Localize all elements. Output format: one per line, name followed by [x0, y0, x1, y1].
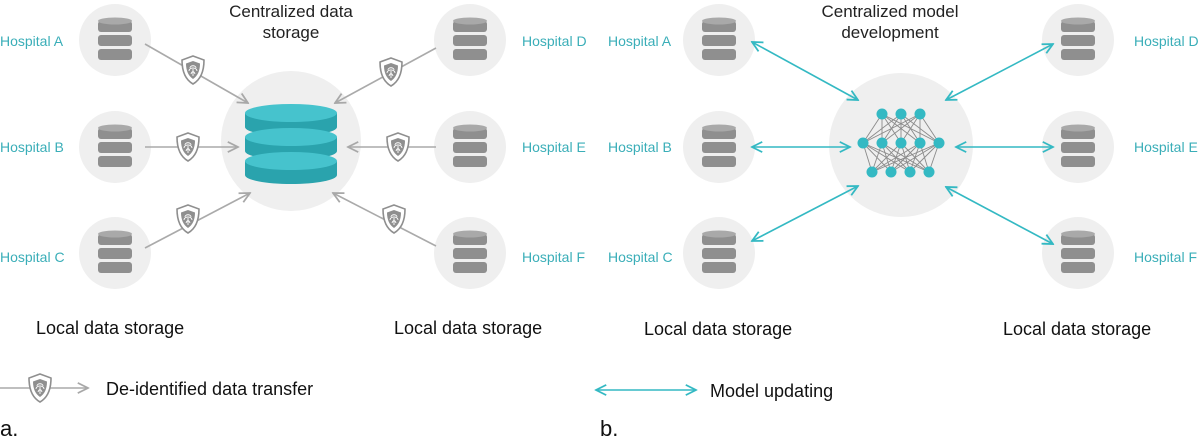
local-node-b-left [79, 111, 151, 183]
hospital-label-d: Hospital D [1134, 33, 1199, 49]
network-edge [862, 113, 902, 144]
local-node-b-right [683, 111, 755, 183]
panel-b-title-line2: development [841, 23, 939, 42]
network-edge [862, 113, 921, 144]
update-arrow-a [752, 42, 858, 100]
database-icon [98, 17, 132, 60]
network-node [885, 166, 897, 178]
neural-network-icon [857, 108, 945, 178]
legend-transfer-label: De-identified data transfer [106, 379, 313, 399]
network-edge [900, 113, 921, 144]
hospital-label-b: Hospital B [0, 139, 64, 155]
hospital-label-f: Hospital F [522, 249, 585, 265]
legend-updating-label: Model updating [710, 381, 833, 401]
local-node-c-left [79, 217, 151, 289]
legend-transfer: De-identified data transfer [0, 373, 313, 403]
central-database-icon [245, 104, 337, 184]
database-icon [702, 124, 736, 167]
network-edge [871, 142, 921, 173]
local-node-e-right [1042, 111, 1114, 183]
database-icon [98, 230, 132, 273]
network-node [923, 166, 935, 178]
fingerprint-shield-icon [379, 57, 403, 87]
update-arrow-f [946, 187, 1053, 244]
database-icon [702, 17, 736, 60]
update-arrow-c [752, 186, 858, 241]
hospital-label-a: Hospital A [608, 33, 672, 49]
network-edge [909, 142, 940, 173]
panel-a-title-line2: storage [263, 23, 320, 42]
local-node-a-right [683, 4, 755, 76]
network-node [895, 108, 907, 120]
database-icon [1061, 124, 1095, 167]
update-arrow-d [946, 44, 1053, 100]
network-node [914, 137, 926, 149]
local-node-d-right [1042, 4, 1114, 76]
database-icon [453, 17, 487, 60]
database-icon [453, 230, 487, 273]
hospital-label-c: Hospital C [608, 249, 673, 265]
local-storage-label-right: Local data storage [1003, 319, 1151, 339]
local-node-a-left [79, 4, 151, 76]
network-node [876, 137, 888, 149]
fingerprint-shield-icon [386, 132, 410, 162]
panel-b-title-line1: Centralized model [821, 2, 958, 21]
local-node-f-left [434, 217, 506, 289]
database-icon [98, 124, 132, 167]
local-storage-label-right: Local data storage [394, 318, 542, 338]
network-edge [871, 142, 940, 173]
database-icon [453, 124, 487, 167]
network-edge [871, 142, 902, 173]
fingerprint-shield-icon [28, 373, 52, 403]
hospital-label-d: Hospital D [522, 33, 587, 49]
legend-updating: Model updating [596, 381, 833, 401]
network-edge [919, 113, 940, 144]
hospital-label-f: Hospital F [1134, 249, 1197, 265]
hospital-label-c: Hospital C [0, 249, 65, 265]
hospital-label-e: Hospital E [522, 139, 586, 155]
panel-b-label: b. [600, 416, 618, 437]
local-node-d-left [434, 4, 506, 76]
hospital-label-a: Hospital A [0, 33, 64, 49]
network-edge [862, 113, 883, 144]
network-node [933, 137, 945, 149]
network-node [895, 137, 907, 149]
database-icon [702, 230, 736, 273]
fingerprint-shield-icon [181, 55, 205, 85]
hospital-label-b: Hospital B [608, 139, 672, 155]
panel-a-title-line1: Centralized data [229, 2, 353, 21]
hospital-label-e: Hospital E [1134, 139, 1198, 155]
network-node [857, 137, 869, 149]
network-edge [881, 113, 921, 144]
local-storage-label-left: Local data storage [36, 318, 184, 338]
database-icon [1061, 17, 1095, 60]
local-node-f-right [1042, 217, 1114, 289]
panel-a-label: a. [0, 416, 18, 437]
network-node [904, 166, 916, 178]
network-edge [890, 142, 940, 173]
network-node [914, 108, 926, 120]
local-node-e-left [434, 111, 506, 183]
network-node [866, 166, 878, 178]
network-node [876, 108, 888, 120]
panel-a: Centralized data storage Hospital A Hosp… [0, 2, 587, 437]
database-icon [1061, 230, 1095, 273]
local-storage-label-left: Local data storage [644, 319, 792, 339]
panel-b: Centralized model development Hospital A… [596, 2, 1199, 437]
fingerprint-shield-icon [176, 132, 200, 162]
local-node-c-right [683, 217, 755, 289]
